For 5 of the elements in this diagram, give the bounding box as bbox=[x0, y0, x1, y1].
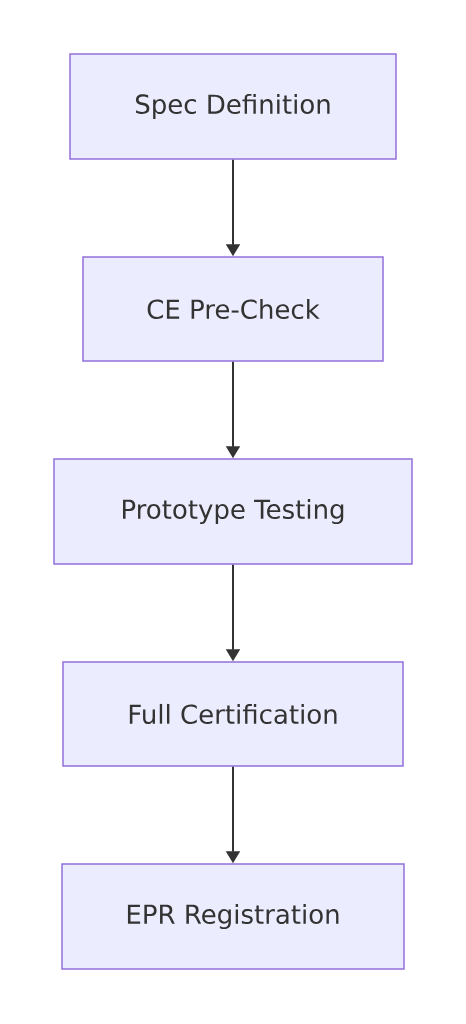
process-box: CE Pre-Check bbox=[82, 256, 384, 362]
process-box: EPR Registration bbox=[61, 863, 405, 970]
process-box: Full Certification bbox=[62, 661, 404, 767]
process-box: Prototype Testing bbox=[53, 458, 413, 565]
process-box: Spec Definition bbox=[69, 53, 397, 160]
